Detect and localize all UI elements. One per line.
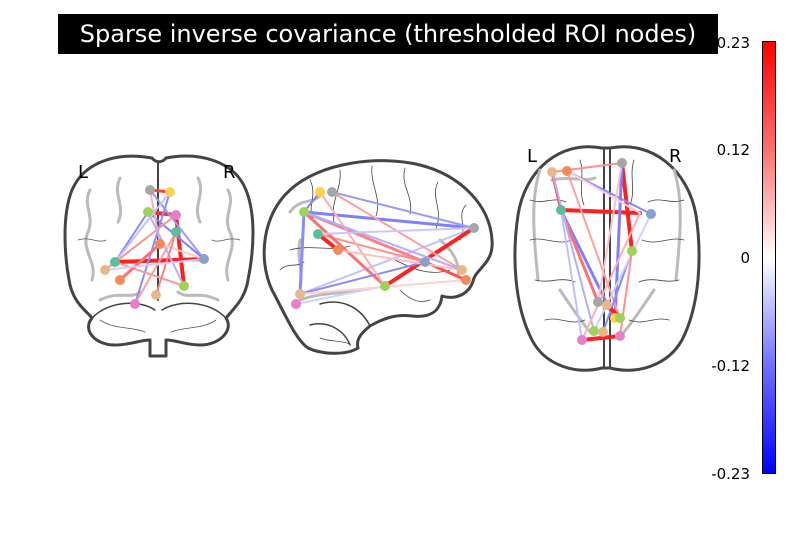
coronal-cerebellum [91,302,227,319]
coronal-inner-contours [84,176,234,302]
axial-left-label: L [527,146,538,167]
sagittal-outline [262,159,494,355]
colorbar-tick-upper: 0.12 [716,141,750,159]
sagittal-cerebellum [309,301,371,346]
coronal-outline [63,154,255,358]
axial-right-label: R [669,146,682,167]
sagittal-view [262,159,494,355]
colorbar-tick-lower: -0.12 [711,357,750,375]
colorbar-tick-max: 0.23 [716,34,750,52]
axial-view [513,145,701,372]
figure-title: Sparse inverse covariance (thresholded R… [58,14,718,54]
colorbar-tick-min: -0.23 [711,465,750,483]
colorbar-tick-zero: 0 [740,249,750,267]
coronal-fine-lines [77,238,241,333]
sagittal-edges [295,191,476,305]
coronal-left-label: L [78,162,89,183]
sagittal-nodes [291,187,479,309]
colorbar [762,41,776,474]
coronal-view [63,154,255,358]
coronal-right-label: R [223,162,236,183]
axial-edges [550,161,652,342]
axial-nodes [547,158,656,345]
coronal-nodes [100,185,209,309]
axial-sulci [529,159,685,323]
